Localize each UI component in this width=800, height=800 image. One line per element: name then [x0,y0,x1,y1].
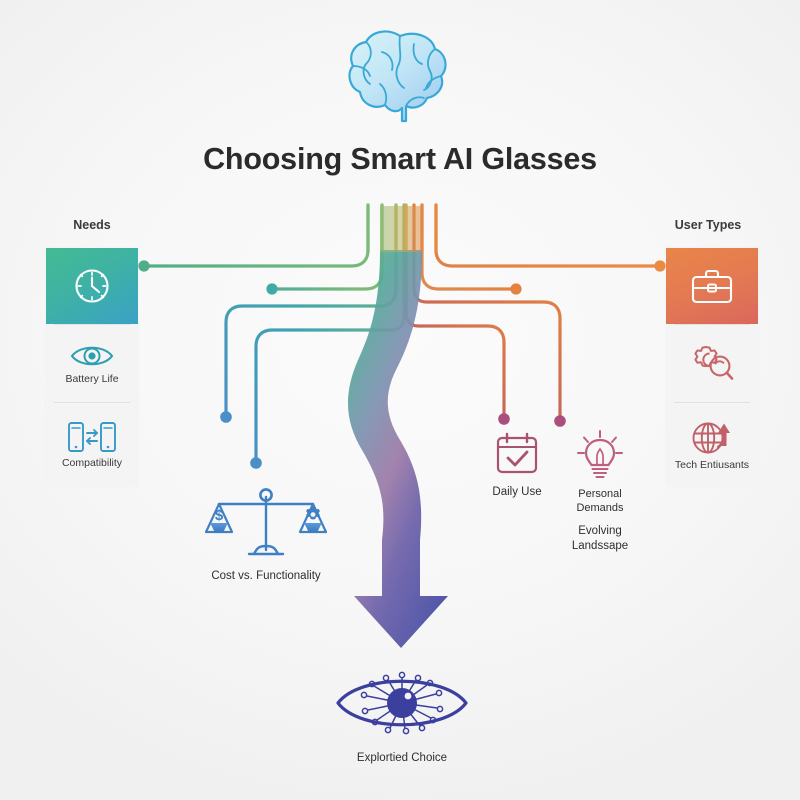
central-flow-ribbon [347,250,448,648]
page-title: Choosing Smart AI Glasses [203,142,597,176]
ribbon-top-cap [380,206,422,252]
needs-column: Battery Life Compatibility [46,248,138,486]
feature-sublabel: Evolving Landssape [571,525,629,552]
brain-icon [348,30,447,123]
connector-endpoints [138,260,666,469]
needs-item-compatibility[interactable]: Compatibility [46,402,138,486]
feature-personal-demands[interactable]: Personal Demands Evolving Landssape [554,428,646,554]
calendar-check-icon [496,432,538,474]
divider [674,324,750,325]
user-type-item-label: Tech Entiusants [674,458,750,471]
feature-cost-vs-functionality[interactable]: $ Cost vs. Functionality [188,484,344,584]
feature-daily-use[interactable]: Daily Use [472,428,562,500]
clock-icon [75,269,109,303]
needs-item-clock[interactable] [46,248,138,324]
balance-scale-icon: $ [205,488,327,556]
feature-label: Personal Demands [576,488,624,515]
needs-column-header: Needs [73,218,111,232]
connector-right-1 [434,203,662,268]
user-type-item-tech-enthusiasts[interactable]: Tech Entiusants [666,402,758,486]
svg-text:$: $ [215,507,224,524]
needs-item-label: Compatibility [61,456,123,469]
connector-right-2 [420,203,518,291]
devices-sync-icon [68,422,116,452]
user-types-column: Tech Entiusants [666,248,758,486]
feature-outcome[interactable]: Explortied Choice [330,660,474,766]
divider [674,402,750,403]
user-type-item-researcher[interactable] [666,324,758,402]
divider [54,324,130,325]
needs-item-label: Battery Life [65,372,119,385]
feature-label: Daily Use [492,486,542,498]
feature-label: Explortied Choice [356,752,448,764]
connector-left-2 [270,203,384,291]
eye-icon [70,346,114,366]
user-types-column-header: User Types [674,218,742,232]
feature-label: Cost vs. Functionality [211,570,321,582]
tech-eye-icon [336,671,468,735]
needs-item-battery-life[interactable]: Battery Life [46,324,138,402]
briefcase-icon [691,269,733,304]
connector-left-1 [142,203,370,268]
user-type-item-professional[interactable] [666,248,758,324]
divider [54,402,130,403]
lightbulb-icon [577,430,623,478]
gear-magnifier-icon [694,346,734,380]
globe-arrow-icon [692,422,730,454]
